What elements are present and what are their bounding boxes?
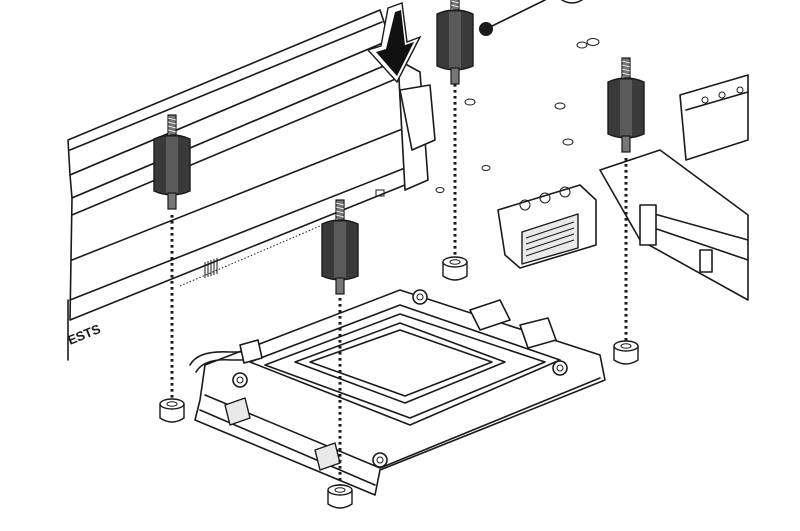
mounting-hole-icon bbox=[327, 484, 353, 509]
guide-lines bbox=[170, 72, 628, 490]
callout-marker bbox=[479, 0, 583, 36]
small-connector bbox=[497, 184, 597, 269]
standoff-icon bbox=[321, 199, 359, 295]
right-slot-lower bbox=[599, 149, 749, 301]
right-slot-upper bbox=[679, 74, 749, 161]
mounting-hole-icon bbox=[442, 256, 468, 281]
down-arrow-icon bbox=[366, 2, 422, 84]
standoff-icon bbox=[436, 0, 474, 85]
standoff-icon bbox=[153, 114, 191, 210]
silkscreen-label: ESTS bbox=[66, 321, 103, 348]
slot-pins bbox=[179, 225, 321, 287]
standoff-icon bbox=[607, 57, 645, 153]
mounting-hole-icon bbox=[613, 340, 639, 365]
cpu-socket-bracket bbox=[189, 289, 606, 496]
board-holes bbox=[435, 38, 600, 193]
mounting-hole-icon bbox=[159, 398, 185, 423]
